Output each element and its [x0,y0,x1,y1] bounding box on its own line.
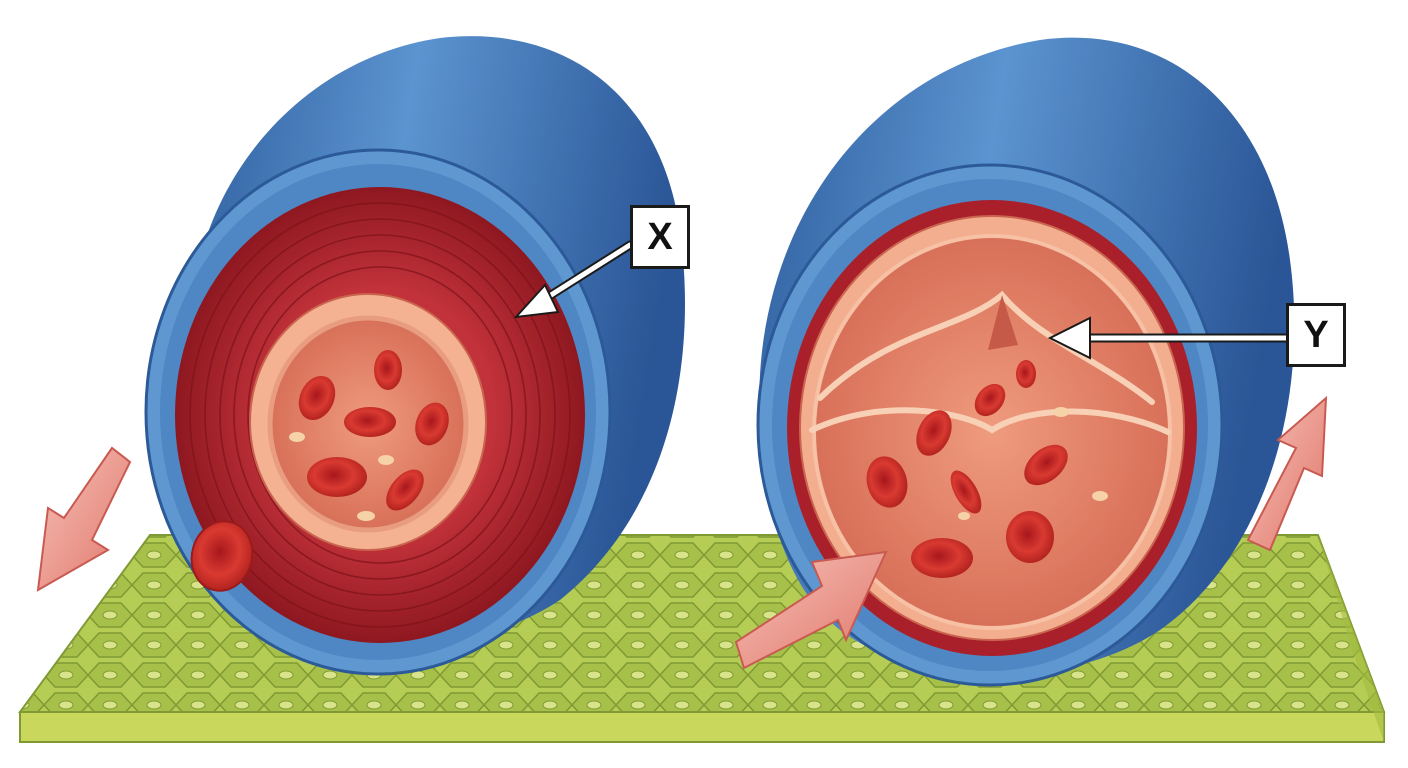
label-x: X [630,205,690,269]
label-y: Y [1286,303,1346,367]
vein-vessel [756,37,1295,687]
arrow-up-right-icon [1246,395,1328,552]
artery-vessel [144,36,686,676]
arrow-into-lumen-icon [734,550,888,670]
label-y-pointer [1047,316,1291,360]
label-x-pointer [513,240,635,319]
arrow-down-left-icon [36,446,132,592]
venous-valve [809,290,1171,435]
red-blood-cell-group [289,350,449,521]
muscle-fibers [189,202,571,628]
red-blood-cell [190,520,254,592]
red-blood-cell-group [866,360,1108,578]
